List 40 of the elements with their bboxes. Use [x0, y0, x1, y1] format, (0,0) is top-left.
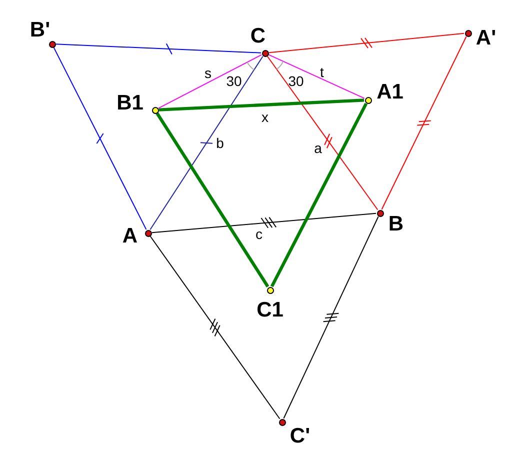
point-label: B1 — [116, 92, 144, 114]
edge-label: b — [216, 136, 224, 150]
point-dot — [464, 30, 472, 36]
point-label: C' — [290, 426, 310, 446]
line-segment — [150, 236, 280, 420]
point-label: A' — [476, 28, 496, 48]
point-dot — [376, 210, 384, 216]
line-segment — [283, 216, 379, 419]
line-segment — [266, 56, 378, 210]
line-segment — [56, 44, 262, 54]
edge-label: a — [314, 141, 322, 155]
point-label: C1 — [256, 300, 284, 320]
point-label: B — [388, 214, 404, 234]
point-dot — [152, 106, 158, 114]
point-dot — [278, 418, 286, 426]
point-dot — [262, 50, 268, 56]
point-label: A1 — [376, 82, 404, 102]
point-label: C — [250, 26, 266, 46]
angle-label: 30 — [226, 74, 242, 88]
point-label: A — [122, 226, 138, 246]
edge-label: x — [262, 110, 268, 124]
edge-label: s — [204, 66, 212, 80]
line-segment — [158, 54, 262, 109]
point-dot — [144, 230, 152, 236]
line-segment — [381, 36, 467, 210]
angle-label: 30 — [288, 74, 304, 88]
line-segment — [268, 32, 465, 54]
point-dot — [48, 40, 56, 48]
edge-label: c — [256, 227, 262, 241]
edge-label: t — [320, 65, 324, 79]
line-segment — [151, 212, 377, 234]
line-segment — [53, 47, 147, 230]
line-segment — [156, 112, 270, 288]
line-segment — [270, 102, 368, 288]
line-segment — [150, 56, 264, 230]
point-dot — [266, 286, 274, 294]
point-label: B' — [30, 20, 50, 40]
point-dot — [364, 96, 372, 104]
line-segment — [158, 98, 364, 112]
line-segment — [268, 54, 365, 99]
